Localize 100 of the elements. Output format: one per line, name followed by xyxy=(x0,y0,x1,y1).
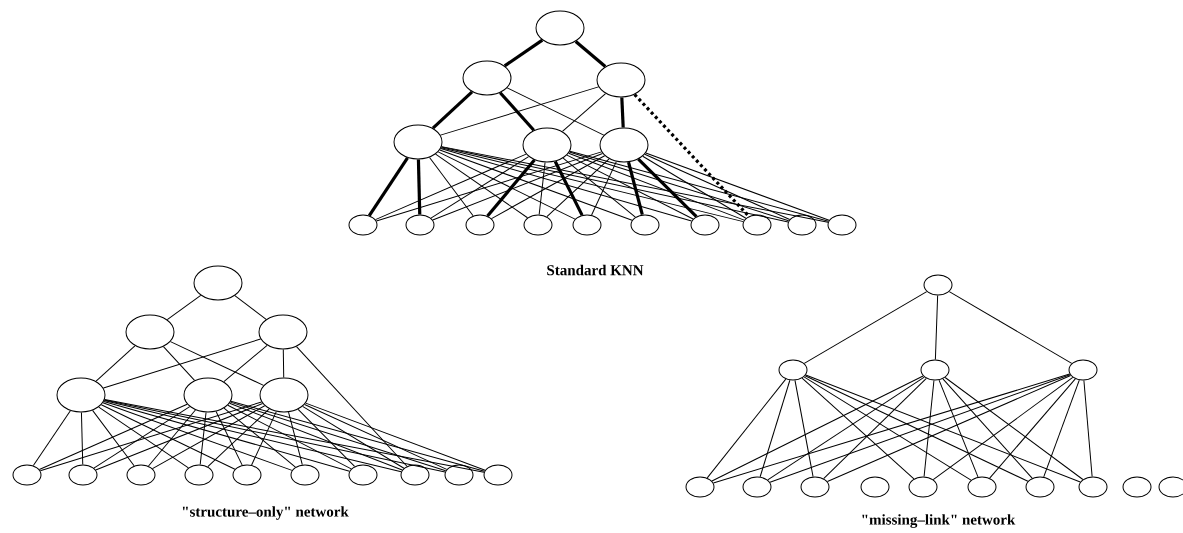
node-ellipse xyxy=(348,464,378,486)
node-ellipse xyxy=(1078,476,1108,498)
link-line xyxy=(39,401,263,472)
link-line xyxy=(152,405,266,470)
link-line xyxy=(95,403,264,471)
node-ellipse xyxy=(1068,359,1098,381)
link-line xyxy=(223,407,296,468)
link-line xyxy=(486,159,536,218)
link-line xyxy=(166,294,202,321)
link-line xyxy=(637,158,698,218)
node-ellipse xyxy=(967,476,997,498)
node-ellipse xyxy=(1122,476,1152,498)
link-line xyxy=(429,156,474,217)
caption: Standard KNN xyxy=(547,264,644,276)
node-ellipse xyxy=(483,464,513,486)
link-line xyxy=(227,404,352,470)
link-line xyxy=(711,375,924,482)
link-line xyxy=(440,86,599,136)
link-line xyxy=(148,409,196,467)
link-line xyxy=(568,152,745,221)
node-ellipse xyxy=(400,464,430,486)
link-line xyxy=(767,376,925,481)
link-line xyxy=(416,159,422,215)
node-ellipse xyxy=(232,464,262,486)
node-ellipse xyxy=(12,464,42,486)
link-line xyxy=(568,151,790,222)
link-line xyxy=(712,373,1071,484)
node-ellipse xyxy=(56,377,106,413)
link-line xyxy=(103,400,350,472)
node-ellipse xyxy=(258,314,308,350)
node-ellipse xyxy=(599,127,649,163)
link-line xyxy=(374,153,527,221)
link-line xyxy=(823,377,927,480)
link-line xyxy=(620,97,625,128)
node-ellipse xyxy=(800,476,830,498)
node-ellipse xyxy=(465,214,495,236)
node-ellipse xyxy=(778,359,808,381)
link-line xyxy=(102,338,262,389)
node-ellipse xyxy=(393,124,443,160)
node-ellipse xyxy=(259,377,309,413)
link-line xyxy=(491,155,606,220)
node-ellipse xyxy=(348,214,378,236)
node-ellipse xyxy=(908,476,938,498)
node-ellipse xyxy=(572,214,602,236)
node-ellipse xyxy=(183,377,233,413)
link-line xyxy=(162,346,196,381)
node-ellipse xyxy=(290,464,320,486)
link-line xyxy=(566,154,694,220)
node-ellipse xyxy=(690,214,720,236)
link-line xyxy=(229,401,447,472)
node-ellipse xyxy=(522,127,572,163)
link-line xyxy=(794,379,814,478)
link-line xyxy=(1043,379,1080,478)
link-line xyxy=(80,412,84,465)
link-line xyxy=(626,161,644,216)
link-line xyxy=(288,411,303,466)
link-line xyxy=(944,377,1084,480)
node-ellipse xyxy=(405,214,435,236)
link-line xyxy=(644,153,791,220)
link-line xyxy=(102,402,293,471)
link-line xyxy=(95,345,136,382)
caption: "structure–only" network xyxy=(182,506,349,520)
node-ellipse xyxy=(742,476,772,498)
link-line xyxy=(923,379,935,478)
link-line xyxy=(304,403,448,470)
link-line xyxy=(229,402,403,471)
node-ellipse xyxy=(68,464,98,486)
link-line xyxy=(932,376,1074,481)
node-ellipse xyxy=(923,274,953,296)
link-line xyxy=(100,404,236,470)
link-line xyxy=(1083,380,1093,477)
link-line xyxy=(506,87,605,136)
caption: "missing–link" network xyxy=(862,514,1016,528)
node-ellipse xyxy=(462,60,512,96)
link-line xyxy=(503,38,544,68)
node-ellipse xyxy=(685,476,715,498)
link-line xyxy=(282,349,285,378)
link-line xyxy=(934,295,939,360)
link-line xyxy=(38,403,188,471)
link-line xyxy=(296,346,408,467)
link-line xyxy=(553,160,584,216)
link-line xyxy=(439,149,633,221)
link-line xyxy=(574,40,607,68)
link-line xyxy=(591,161,617,216)
link-line xyxy=(432,152,604,221)
link-line xyxy=(32,410,71,467)
link-line xyxy=(367,156,409,217)
link-line xyxy=(499,91,535,132)
node-ellipse xyxy=(126,464,156,486)
link-line xyxy=(538,161,546,216)
link-line xyxy=(569,150,829,222)
link-line xyxy=(562,157,636,218)
link-line xyxy=(440,148,693,222)
link-line xyxy=(199,411,207,466)
link-line xyxy=(642,155,747,219)
link-line xyxy=(92,409,135,467)
node-ellipse xyxy=(1025,476,1055,498)
node-ellipse xyxy=(920,359,950,381)
link-line xyxy=(215,411,243,466)
node-ellipse xyxy=(860,476,890,498)
